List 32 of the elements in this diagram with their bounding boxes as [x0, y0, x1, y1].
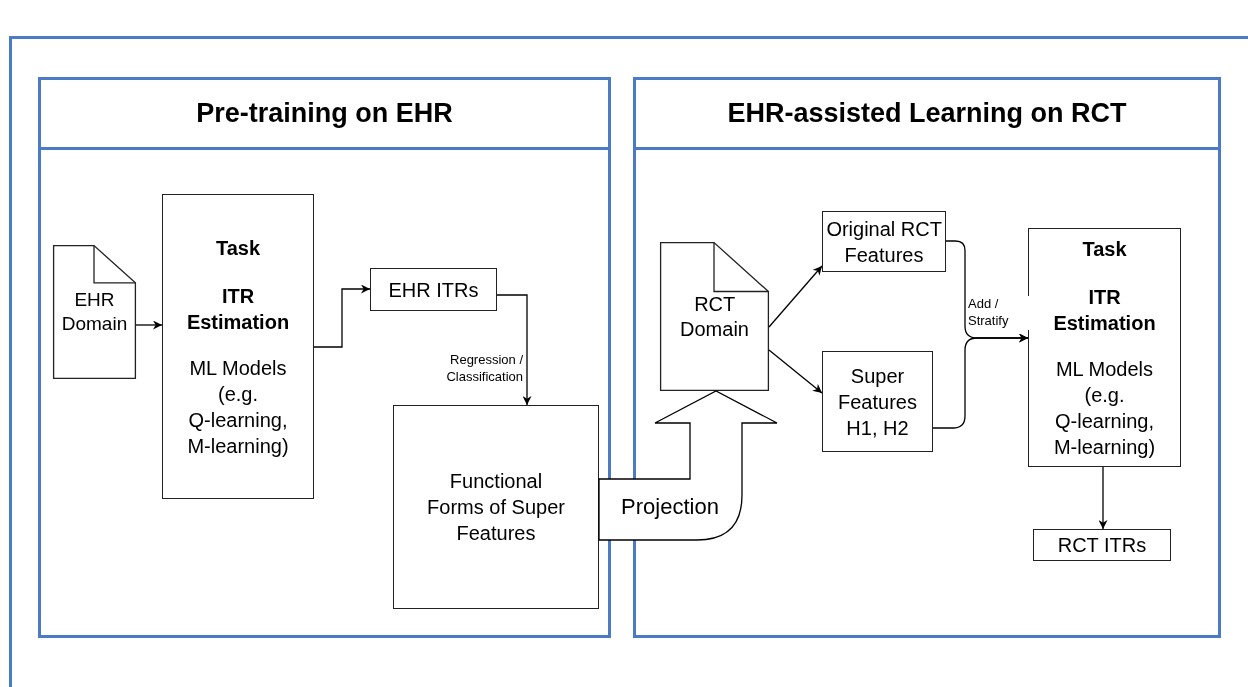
- process-box: [1028, 228, 1181, 467]
- box-label: Functional Forms of Super Features: [426, 469, 566, 546]
- box-label: ML Models (e.g. Q-learning, M-learning): [1052, 356, 1157, 460]
- edge-label: Projection: [620, 493, 720, 521]
- process-box: [393, 405, 599, 609]
- panel-title: Pre-training on EHR: [41, 80, 608, 150]
- process-box: [822, 351, 933, 452]
- box-label: Original RCT Features: [825, 216, 943, 268]
- box-heading: Task: [215, 235, 261, 261]
- edge-label: Add / Stratify: [967, 296, 1029, 330]
- box-label: RCT ITRs: [1057, 533, 1147, 558]
- box-label: EHR ITRs: [388, 277, 479, 303]
- box-heading: Task: [1082, 236, 1127, 262]
- process-box: [1033, 529, 1171, 561]
- box-label: ML Models (e.g. Q-learning, M-learning): [186, 355, 290, 459]
- arrow: [313, 284, 371, 348]
- block-arrow: [598, 390, 778, 541]
- box-label: EHR Domain: [60, 288, 129, 336]
- arrow: [496, 294, 532, 406]
- arrow: [932, 333, 1029, 429]
- box-label: Super Features H1, H2: [837, 363, 918, 441]
- box-label: ITR Estimation: [1052, 284, 1157, 336]
- arrow: [1098, 466, 1108, 530]
- arrow: [135, 320, 163, 330]
- arrow: [768, 265, 823, 328]
- panel: [38, 77, 611, 638]
- arrow: [768, 349, 823, 394]
- process-box: [370, 268, 497, 311]
- process-box: [162, 194, 314, 499]
- box-label: RCT Domain: [679, 291, 750, 342]
- panel-title: EHR-assisted Learning on RCT: [636, 80, 1218, 150]
- box-label: ITR Estimation: [185, 283, 291, 335]
